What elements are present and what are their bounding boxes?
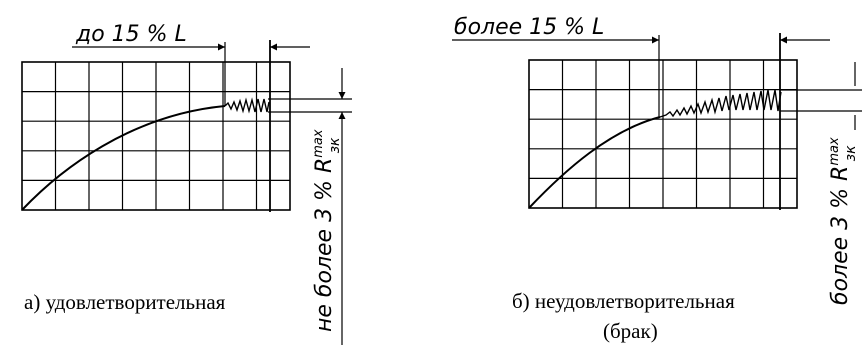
panel-a-caption: а) удовлетворительная <box>24 290 226 314</box>
panel-b-side-label-symbol: R <box>828 166 853 181</box>
panel-b-side-label-prefix: более 3 % <box>828 181 853 305</box>
panel-a-side-label-sub: зк <box>327 137 343 153</box>
panel-b-side-label-sup: max <box>827 137 842 166</box>
panel-b-caption-line2: (брак) <box>603 319 658 343</box>
panel-a: до 15 % L не более 3 % Rmaxзк а) удовлет… <box>21 22 352 345</box>
panel-a-grid <box>21 61 291 211</box>
panel-a-side-label-sup: max <box>311 129 326 158</box>
panel-a-side-label-symbol: R <box>312 158 337 173</box>
panel-b-side-label-sub: зк <box>843 145 859 161</box>
panel-b: более 15 % L более 3 % Rmaxзк б) неудовл… <box>452 15 862 343</box>
panel-a-top-label: до 15 % L <box>75 22 187 47</box>
panel-a-curve <box>21 105 226 211</box>
panel-b-side-label: более 3 % Rmaxзк <box>827 137 859 305</box>
panel-a-side-label: не более 3 % Rmaxзк <box>311 129 343 332</box>
panel-b-curve <box>528 116 661 209</box>
panel-b-caption-line1: б) неудовлетворительная <box>512 289 735 313</box>
panel-a-oscillation <box>224 97 270 114</box>
panel-b-grid <box>528 59 798 209</box>
panel-b-top-label: более 15 % L <box>454 15 604 40</box>
panel-a-side-label-prefix: не более 3 % <box>312 173 337 332</box>
panel-b-oscillation <box>659 89 782 118</box>
